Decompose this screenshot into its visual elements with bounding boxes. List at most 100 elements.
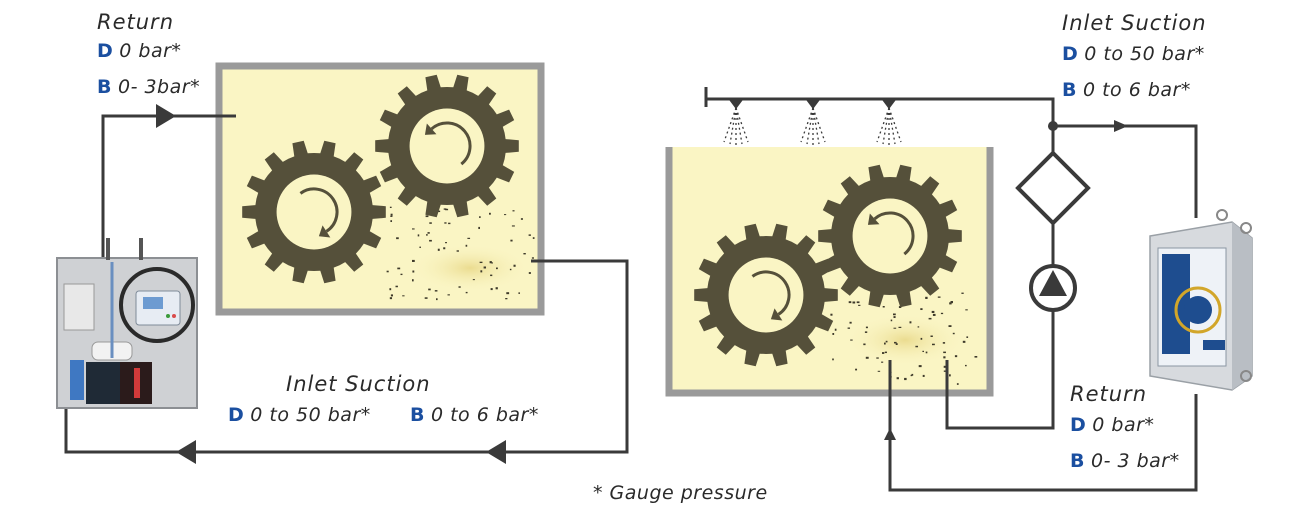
chip-particle (876, 357, 879, 359)
left-gear-tank (215, 62, 545, 316)
chip-particle (505, 298, 508, 300)
chip-particle (444, 222, 447, 224)
chip-particle (898, 326, 902, 328)
rotation-arrowhead (318, 225, 331, 238)
chip-particle (389, 297, 393, 300)
chip-particle (922, 374, 925, 377)
filter-icon (1015, 150, 1091, 226)
chip-particle (856, 301, 860, 304)
chip-particle (882, 306, 885, 308)
chip-particle (864, 331, 868, 333)
chip-particle (520, 218, 523, 220)
chip-particle (424, 297, 428, 299)
chip-particle (893, 313, 896, 316)
chip-particle (490, 274, 493, 277)
chip-particle (849, 321, 852, 324)
gear-icon (242, 140, 386, 284)
d-value: 0 bar* (119, 40, 182, 62)
chip-particle (932, 343, 935, 346)
chip-particle (918, 365, 922, 368)
spray-bar-pipe (704, 87, 1198, 220)
chip-particle (412, 270, 415, 273)
chip-particle (419, 246, 421, 248)
control-panel-unit (56, 238, 198, 409)
chip-particle (417, 234, 420, 237)
chip-particle (528, 234, 531, 236)
chip-particle (495, 287, 498, 290)
chip-particle (479, 216, 481, 218)
chip-particle (850, 339, 853, 341)
b-key: B (410, 404, 425, 426)
control-unit-icon (1145, 209, 1273, 394)
chip-particle (877, 370, 881, 372)
chip-particle (832, 358, 834, 361)
chip-particle (489, 261, 492, 264)
chip-particle (390, 220, 393, 223)
chip-particle (437, 248, 440, 251)
right-return-title: Return (1070, 382, 1147, 406)
rotation-arrow-icon (430, 121, 472, 166)
chip-particle (932, 313, 936, 316)
rotation-arrow-icon (751, 270, 791, 316)
b-key: B (1062, 79, 1077, 101)
chip-particle (389, 206, 392, 209)
chip-particle (974, 356, 978, 358)
chip-particle (910, 374, 913, 377)
bottom-inlet-title: Inlet Suction (286, 372, 431, 396)
chip-particle (961, 292, 964, 294)
chip-particles (386, 206, 535, 301)
chip-particle (865, 356, 869, 359)
chip-particle (518, 292, 521, 294)
chip-particle (472, 279, 475, 281)
spray-nozzle-icon (876, 99, 902, 145)
chip-particle (429, 239, 432, 242)
chip-particle (445, 208, 449, 211)
chip-particle (965, 364, 967, 367)
rotation-arrowhead (867, 213, 880, 225)
chip-particle (389, 288, 392, 291)
chip-particle (884, 342, 886, 345)
chip-particle (479, 261, 483, 264)
chip-particle (390, 294, 394, 297)
chip-particle (447, 294, 450, 296)
chip-particle (943, 365, 947, 368)
tank-suction-pipe (945, 310, 1055, 430)
rotation-arrow-icon (873, 211, 915, 256)
chip-particle (852, 301, 856, 304)
chip-particle (504, 214, 507, 216)
chip-particle (965, 309, 968, 311)
d-value: 0 to 50 bar* (1084, 43, 1205, 65)
chip-particle (400, 273, 403, 276)
chip-particle (915, 345, 919, 348)
chip-particle (848, 301, 852, 304)
chip-particle (834, 328, 837, 331)
chip-particle (436, 298, 438, 301)
chip-particle (386, 270, 389, 273)
chip-particle (491, 262, 493, 264)
chip-particle (426, 234, 428, 236)
b-key: B (97, 76, 112, 98)
chip-particle (925, 296, 928, 299)
chip-particle (950, 301, 953, 304)
chip-particle (949, 374, 951, 377)
chip-particle (956, 383, 959, 385)
gear-icon (694, 223, 838, 367)
chip-particle (948, 325, 952, 328)
chip-particle (467, 237, 471, 239)
chip-particle (911, 373, 914, 376)
chip-particle (881, 361, 884, 363)
chip-particle (397, 267, 401, 270)
chip-particle (456, 250, 459, 252)
d-value: 0 bar* (1092, 414, 1155, 436)
chip-particle (952, 332, 955, 335)
left-return-title: Return (97, 10, 174, 34)
flow-arrow-icon (1114, 120, 1128, 132)
gear-hub (276, 174, 352, 250)
